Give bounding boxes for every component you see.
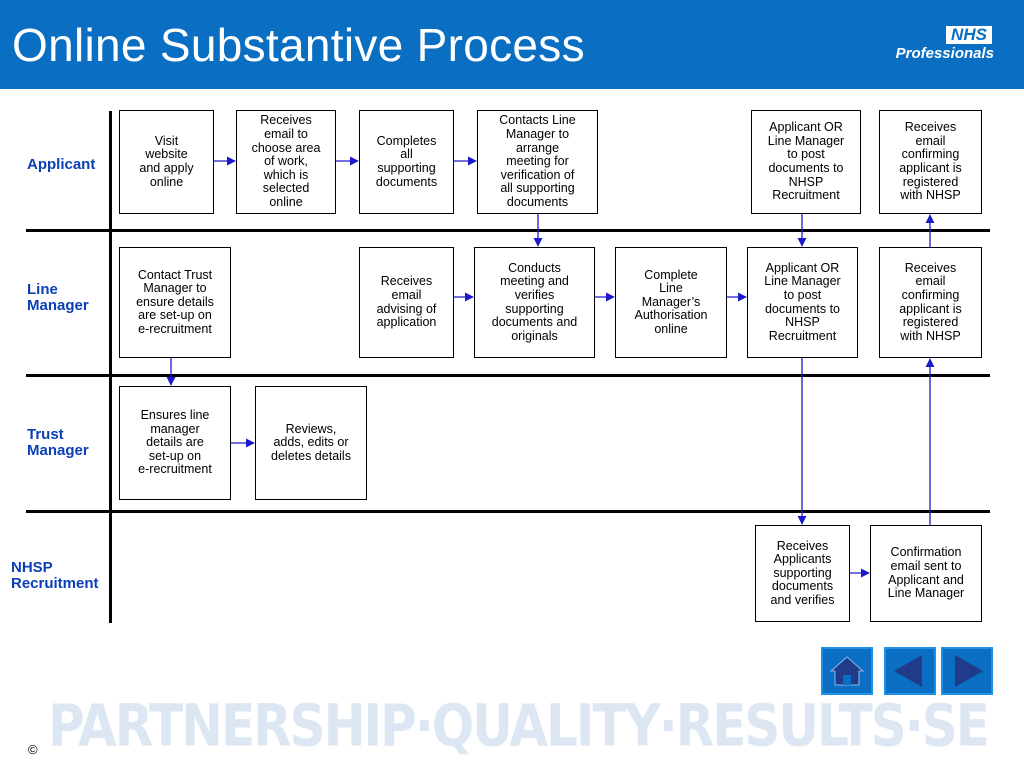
box-contacts-line-manager: Contacts Line Manager to arrange meeting… [477, 110, 598, 214]
watermark-slogan: PARTNERSHIP·QUALITY·RESULTS·SERVICE [48, 692, 988, 760]
nhs-professionals-logo: NHS Professionals [888, 26, 998, 66]
lane-divider-1 [26, 229, 990, 232]
home-icon [829, 656, 865, 686]
lane-divider-3 [26, 510, 990, 513]
box-contact-trust-manager: Contact Trust Manager to ensure details … [119, 247, 231, 358]
box-applicant-post-documents: Applicant OR Line Manager to post docume… [751, 110, 861, 214]
header-bar: Online Substantive Process NHS Professio… [0, 0, 1024, 89]
triangle-right-icon [955, 655, 983, 687]
lane-label-line-manager: Line Manager [27, 281, 89, 314]
lane-label-nhsp-recruitment: NHSP Recruitment [11, 559, 99, 592]
box-receives-supporting-documents: Receives Applicants supporting documents… [755, 525, 850, 622]
box-reviews-details: Reviews, adds, edits or deletes details [255, 386, 367, 500]
box-conducts-meeting: Conducts meeting and verifies supporting… [474, 247, 595, 358]
nhs-logo-text: Professionals [895, 45, 994, 62]
back-button[interactable] [884, 647, 936, 695]
page-title: Online Substantive Process [12, 19, 585, 71]
box-receives-email-advising: Receives email advising of application [359, 247, 454, 358]
box-complete-authorisation: Complete Line Manager’s Authorisation on… [615, 247, 727, 358]
triangle-left-icon [894, 655, 922, 687]
box-line-manager-receives-confirmation: Receives email confirming applicant is r… [879, 247, 982, 358]
box-ensures-line-manager-setup: Ensures line manager details are set-up … [119, 386, 231, 500]
forward-button[interactable] [941, 647, 993, 695]
lane-divider-vertical [109, 111, 112, 623]
lane-label-trust-manager: Trust Manager [27, 426, 89, 459]
box-applicant-receives-confirmation: Receives email confirming applicant is r… [879, 110, 982, 214]
box-confirmation-email-sent: Confirmation email sent to Applicant and… [870, 525, 982, 622]
box-completes-documents: Completes all supporting documents [359, 110, 454, 214]
box-visit-website: Visit website and apply online [119, 110, 214, 214]
copyright-symbol: © [28, 742, 38, 757]
box-receives-email-choose-area: Receives email to choose area of work, w… [236, 110, 336, 214]
box-line-manager-post-documents: Applicant OR Line Manager to post docume… [747, 247, 858, 358]
nhs-logo-badge: NHS [946, 26, 992, 44]
lane-label-applicant: Applicant [27, 156, 96, 173]
home-button[interactable] [821, 647, 873, 695]
lane-divider-2 [26, 374, 990, 377]
